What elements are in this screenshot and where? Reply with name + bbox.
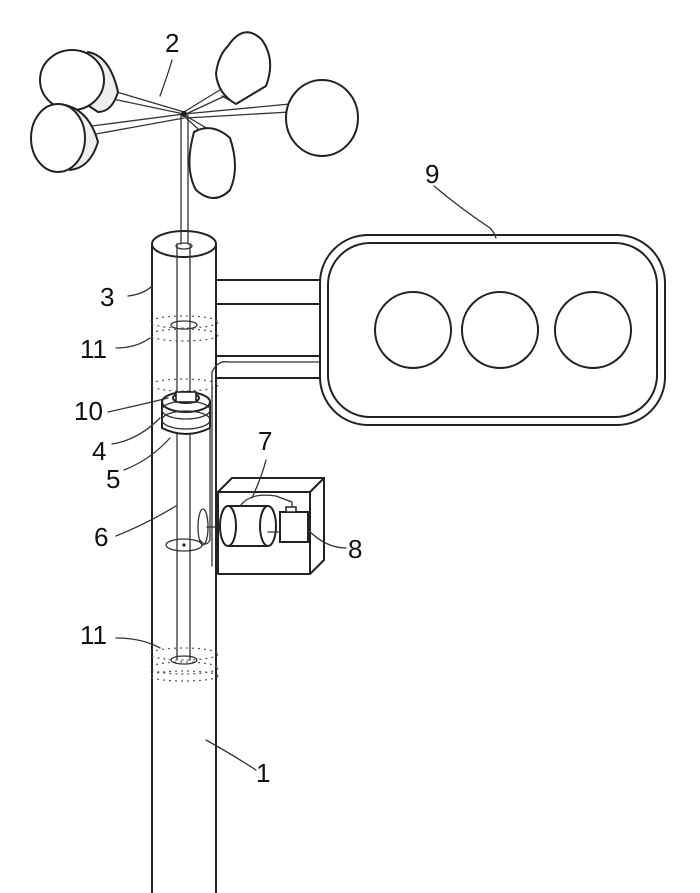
leader-11-upper (116, 338, 150, 348)
label-pulley: 5 (106, 464, 120, 494)
support-ring-upper-drawing (150, 316, 218, 391)
generator-box (218, 478, 324, 574)
leader-2 (160, 60, 172, 96)
pole (152, 231, 216, 893)
label-pole: 1 (256, 758, 270, 788)
leader-10 (108, 398, 168, 412)
label-shaft: 6 (94, 522, 108, 552)
label-support-ring-lower: 11 (80, 620, 107, 650)
leader-6 (116, 506, 176, 536)
label-coupling: 10 (74, 396, 103, 426)
leader-3 (128, 286, 152, 296)
leader-1 (206, 740, 256, 770)
label-tube: 3 (100, 282, 114, 312)
label-anemometer-cups: 2 (165, 28, 179, 58)
label-generator: 7 (258, 426, 272, 456)
label-support-ring-upper: 11 (80, 334, 107, 364)
leader-5 (124, 438, 170, 470)
label-signal-light: 9 (425, 159, 439, 189)
support-arms (216, 280, 335, 378)
bearing-pulley-drawing (162, 392, 210, 434)
leader-9 (434, 186, 496, 238)
label-bearing: 4 (92, 436, 106, 466)
label-battery: 8 (348, 534, 362, 564)
anemometer-cups (31, 32, 358, 244)
leader-11-lower (116, 638, 160, 648)
wire-to-light (212, 362, 320, 372)
signal-light (320, 235, 665, 425)
shaft-drawing (176, 243, 192, 660)
support-ring-lower-drawing (150, 648, 218, 681)
